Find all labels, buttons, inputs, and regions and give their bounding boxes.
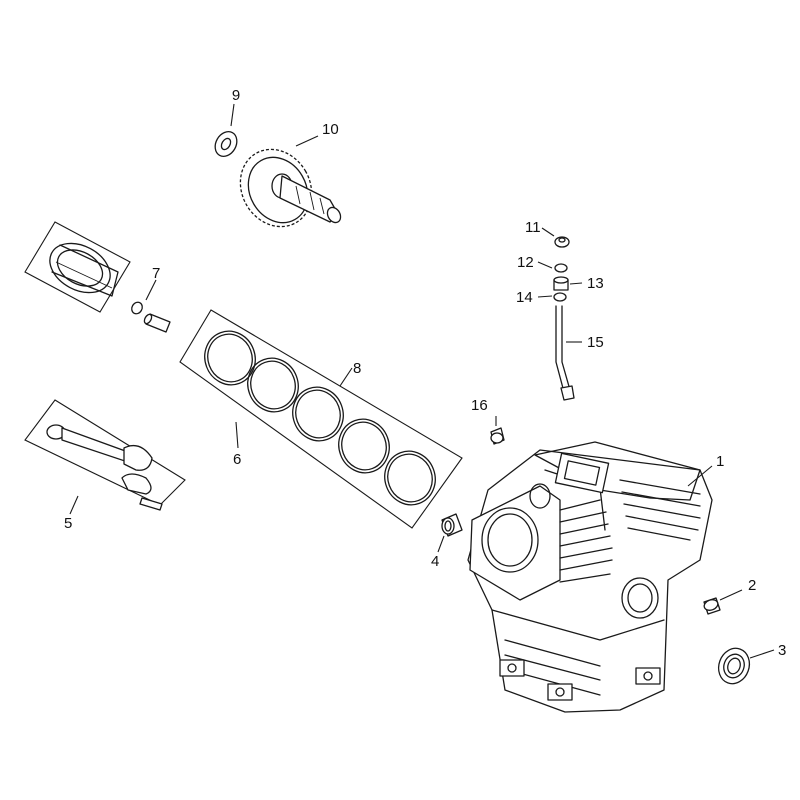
- callout-14: 14: [516, 289, 533, 306]
- part-3-oil-seal: [717, 647, 751, 685]
- callout-12: 12: [517, 254, 534, 271]
- callout-7: 7: [152, 265, 160, 282]
- part-16-dowel: [490, 427, 505, 445]
- part-14-washer: [553, 292, 567, 302]
- piston-group: [24, 221, 131, 313]
- part-9-thrust-washer: [214, 131, 238, 157]
- part-15-breather-tube: [555, 305, 575, 401]
- callout-9: 9: [232, 87, 240, 104]
- callout-6: 6: [233, 451, 241, 468]
- leader-lines: [69, 103, 775, 659]
- callout-labels: 9 10 7 8 6 5 4 16 11 12 13 14 15 1 2 3: [64, 87, 786, 659]
- callout-4: 4: [431, 553, 439, 570]
- part-10-camshaft-gear: [239, 148, 342, 228]
- part-12-washer: [554, 263, 568, 273]
- connecting-rod-group: [24, 399, 186, 511]
- part-11-nut: [554, 236, 570, 248]
- part-1-crankcase: [467, 441, 713, 713]
- callout-3: 3: [778, 642, 786, 659]
- piston-ring-set: [179, 309, 463, 529]
- callout-16: 16: [471, 397, 488, 414]
- part-7-circlip-and-pin: [131, 301, 171, 333]
- part-4-bushing: [441, 513, 463, 537]
- callout-8: 8: [353, 360, 361, 377]
- part-2-plug: [703, 597, 721, 615]
- breather-assembly: [553, 236, 575, 401]
- callout-1: 1: [716, 453, 724, 470]
- callout-15: 15: [587, 334, 604, 351]
- callout-5: 5: [64, 515, 72, 532]
- callout-10: 10: [322, 121, 339, 138]
- callout-2: 2: [748, 577, 756, 594]
- part-13-grommet: [553, 276, 569, 291]
- callout-11: 11: [525, 219, 541, 236]
- callout-13: 13: [587, 275, 604, 292]
